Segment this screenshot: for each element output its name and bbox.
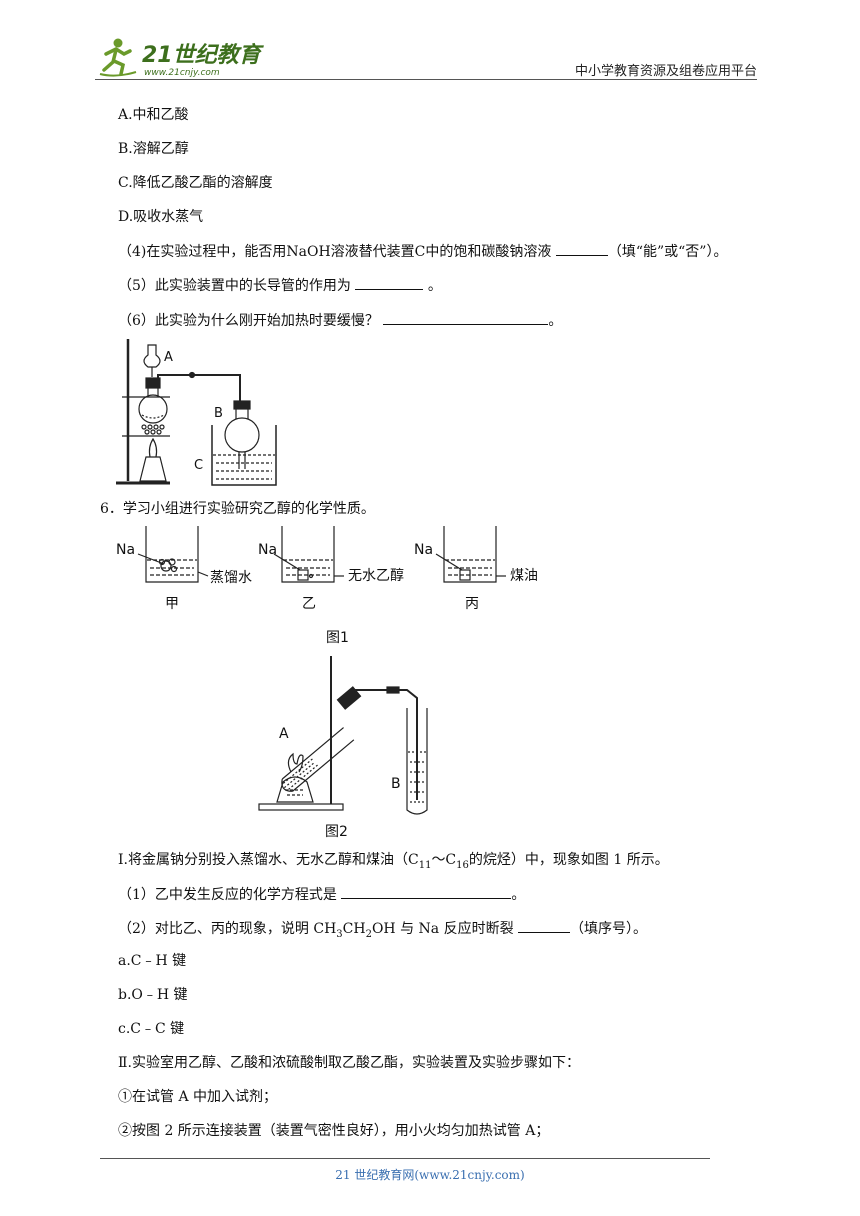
liquid-label-water: 蒸馏水 bbox=[210, 570, 252, 586]
q4-text: （4)在实验过程中，能否用NaOH溶液替代装置C中的饱和碳酸钠溶液 bbox=[118, 244, 552, 260]
fig2-label-a: A bbox=[279, 726, 289, 742]
caption-yi: 乙 bbox=[302, 596, 316, 612]
logo-text: 21世纪教育 bbox=[142, 42, 265, 68]
part-1-text-c: 的烷烃）中，现象如图 1 所示。 bbox=[468, 852, 669, 868]
liquid-label-ethanol: 无水乙醇 bbox=[348, 567, 404, 584]
question-4: （4)在实验过程中，能否用NaOH溶液替代装置C中的饱和碳酸钠溶液 （填“能”或… bbox=[118, 241, 727, 262]
option-c: C.降低乙酸乙酯的溶解度 bbox=[118, 175, 273, 191]
bond-option-a: a.C﹣H 键 bbox=[118, 953, 187, 969]
subscript-2: 2 bbox=[365, 928, 372, 940]
sub1-answer-blank[interactable] bbox=[341, 884, 512, 899]
footer-divider bbox=[100, 1158, 710, 1159]
figure-2-caption: 图2 bbox=[325, 824, 348, 840]
q5-end: 。 bbox=[427, 278, 442, 294]
q6-answer-blank[interactable] bbox=[383, 310, 549, 325]
beaker-bing bbox=[435, 526, 506, 583]
liquid-label-kerosene: 煤油 bbox=[510, 568, 538, 584]
sub2-text-b: CH bbox=[342, 921, 366, 937]
runner-logo-icon bbox=[99, 38, 137, 77]
q5-text: （5）此实验装置中的长导管的作用为 bbox=[118, 278, 351, 294]
step-1: ①在试管 A 中加入试剂； bbox=[118, 1089, 278, 1105]
na-label-1: Na bbox=[116, 542, 135, 558]
site-logo: 21世纪教育 www.21cnjy.com bbox=[99, 38, 265, 78]
footer-text: 21 世纪教育网(www.21cnjy.com) bbox=[335, 1168, 525, 1182]
sub-question-1: （1）乙中发生反应的化学方程式是 。 bbox=[118, 884, 525, 905]
beaker-yi bbox=[273, 526, 344, 583]
bond-option-b: b.O﹣H 键 bbox=[118, 987, 188, 1003]
question-5: （5）此实验装置中的长导管的作用为 。 bbox=[118, 275, 442, 296]
step-2: ②按图 2 所示连接装置（装置气密性良好），用小火均匀加热试管 A； bbox=[118, 1123, 550, 1139]
sub2-text-a: （2）对比乙、丙的现象，说明 CH bbox=[118, 921, 337, 937]
figure-2-ester-apparatus: A B 图2 bbox=[258, 656, 428, 840]
q5-answer-blank[interactable] bbox=[355, 275, 424, 290]
bond-option-c: c.C﹣C 键 bbox=[118, 1021, 185, 1037]
q6-text: （6）此实验为什么刚开始加热时要缓慢？ bbox=[118, 313, 379, 329]
q6-end: 。 bbox=[548, 313, 563, 329]
beaker-jia bbox=[137, 526, 209, 583]
option-a: A.中和乙酸 bbox=[118, 107, 189, 123]
na-label-2: Na bbox=[258, 542, 277, 558]
na-label-3: Na bbox=[414, 542, 433, 558]
caption-bing: 丙 bbox=[465, 596, 479, 612]
part-1-text-b: ～C bbox=[431, 852, 457, 868]
label-a: A bbox=[164, 350, 173, 365]
header-divider bbox=[95, 79, 757, 80]
figure-1-sodium-beakers: Na Na Na 蒸馏水 无水乙醇 煤油 甲 乙 丙 图1 bbox=[116, 526, 538, 646]
subscript-11: 11 bbox=[418, 859, 432, 871]
esterification-apparatus-figure: A B C bbox=[116, 339, 277, 486]
option-b: B.溶解乙醇 bbox=[118, 141, 189, 157]
part-2-intro: Ⅱ.实验室用乙醇、乙酸和浓硫酸制取乙酸乙酯，实验装置及实验步骤如下： bbox=[118, 1055, 580, 1071]
header-platform-text: 中小学教育资源及组卷应用平台 bbox=[574, 64, 757, 79]
q4-hint: （填“能”或“否”）。 bbox=[607, 244, 728, 260]
fig2-label-b: B bbox=[391, 776, 401, 792]
subscript-3: 3 bbox=[336, 928, 343, 940]
figure-1-caption: 图1 bbox=[326, 630, 349, 646]
label-c: C bbox=[194, 458, 203, 473]
q4-answer-blank[interactable] bbox=[555, 241, 608, 256]
sub2-end: （填序号）。 bbox=[570, 921, 648, 937]
label-b: B bbox=[214, 406, 223, 421]
caption-jia: 甲 bbox=[165, 596, 179, 612]
subscript-16: 16 bbox=[456, 859, 469, 871]
question-6-title: 6．学习小组进行实验研究乙醇的化学性质。 bbox=[100, 501, 375, 517]
sub-question-2: （2）对比乙、丙的现象，说明 CH3CH2OH 与 Na 反应时断裂 （填序号）… bbox=[118, 918, 647, 945]
part-1-intro: Ⅰ.将金属钠分别投入蒸馏水、无水乙醇和煤油（C11～C16的烷烃）中，现象如图 … bbox=[118, 850, 669, 876]
question-6-sub: （6）此实验为什么刚开始加热时要缓慢？ 。 bbox=[118, 310, 562, 331]
logo-url: www.21cnjy.com bbox=[144, 68, 220, 78]
sub2-text-c: OH 与 Na 反应时断裂 bbox=[371, 921, 514, 937]
sub1-text: （1）乙中发生反应的化学方程式是 bbox=[118, 887, 337, 903]
sub1-end: 。 bbox=[511, 887, 526, 903]
part-1-text-a: Ⅰ.将金属钠分别投入蒸馏水、无水乙醇和煤油（C bbox=[118, 852, 419, 868]
sub2-answer-blank[interactable] bbox=[518, 918, 571, 933]
option-d: D.吸收水蒸气 bbox=[118, 209, 204, 225]
